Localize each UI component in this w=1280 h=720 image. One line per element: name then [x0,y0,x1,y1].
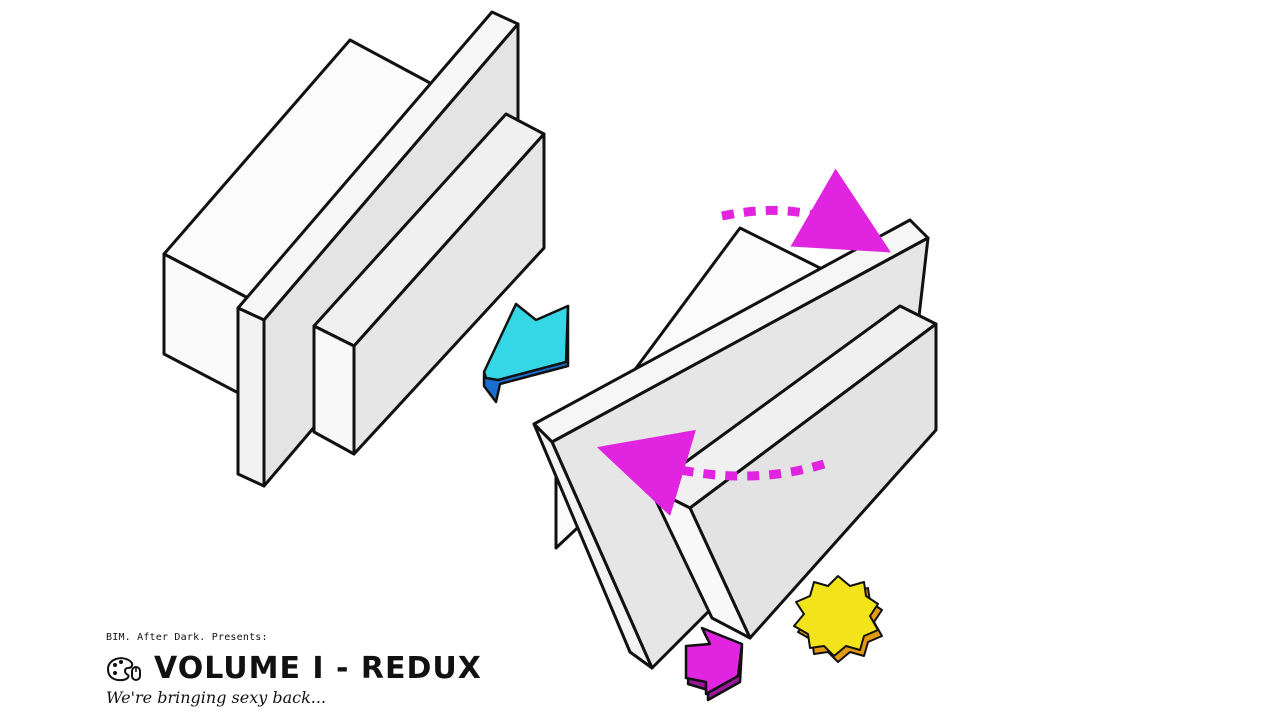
magenta-arrow-icon [684,626,744,702]
rotation-arc-icon [721,168,891,253]
left-assembly [162,10,546,488]
yellow-gear-icon [793,575,883,663]
rotation-arc-icon [596,429,826,517]
right-assembly [532,218,938,670]
presents-text: BIM. After Dark. Presents: [106,632,268,643]
left-plate-edge [236,306,266,488]
title-row: VOLUME I - REDUX [104,650,482,686]
palette-mouse-icon [106,657,141,682]
page-title: VOLUME I - REDUX [154,650,482,686]
tagline-text: We're bringing sexy back... [106,688,327,707]
right-plate-edge [532,422,654,670]
left-block-edge [312,324,356,456]
cyan-arrow-icon [482,302,570,404]
branding-block: BIM. After Dark. Presents: VOLUME I - RE… [104,628,504,714]
